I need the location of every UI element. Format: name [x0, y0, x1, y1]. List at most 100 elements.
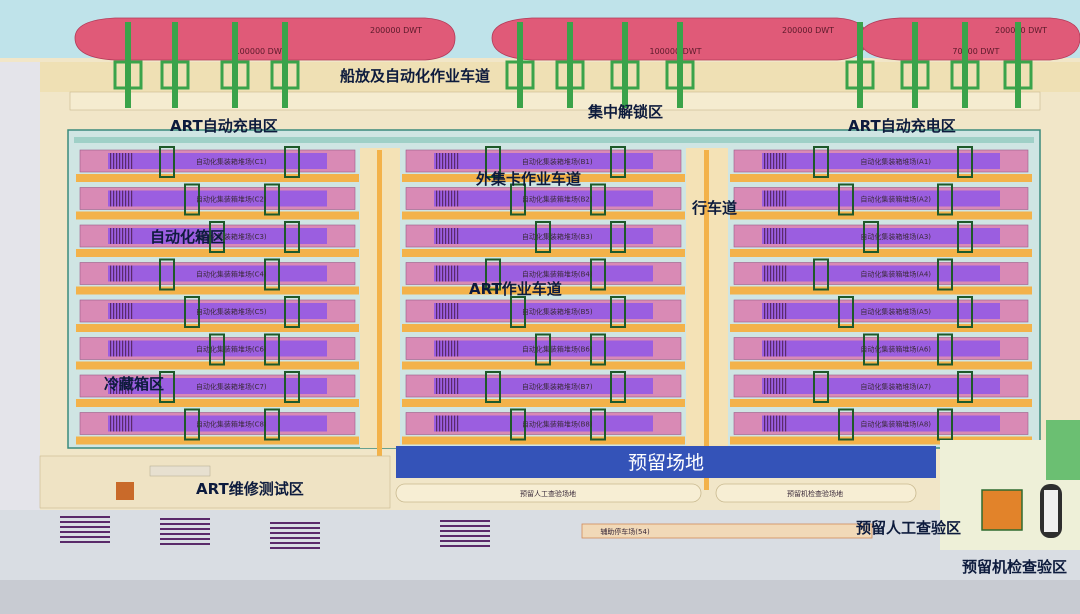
yard-block-label: 自动化集装箱堆场(B3) — [522, 232, 593, 241]
small-label-manual-site: 预留人工查验场地 — [520, 489, 576, 498]
stack-stripe — [773, 190, 775, 207]
yard-block-stack — [108, 303, 327, 319]
stack-stripe — [776, 265, 778, 282]
yard-block-stack — [434, 265, 653, 282]
stack-stripe — [128, 190, 130, 207]
stack-stripe — [785, 340, 787, 357]
yard-block-stack — [108, 228, 327, 244]
stack-stripe — [448, 228, 450, 244]
stack-stripe — [767, 190, 769, 207]
yard-block-label: 自动化集装箱堆场(A8) — [860, 420, 931, 429]
label-art-charge-left: ART自动充电区 — [170, 117, 278, 135]
stack-stripe — [119, 228, 121, 244]
stack-stripe — [125, 228, 127, 244]
small-label-parking: 辅助停车场(54) — [600, 527, 650, 536]
yard-block-stack — [434, 378, 653, 394]
stack-stripe — [785, 190, 787, 207]
yard-block-stack — [762, 153, 1000, 169]
stack-stripe — [457, 153, 459, 169]
stack-stripe — [113, 415, 115, 432]
yard-crane — [159, 146, 175, 178]
stack-stripe — [439, 415, 441, 432]
stack-stripe — [776, 303, 778, 319]
stack-stripe — [448, 190, 450, 207]
yard-crane — [813, 258, 829, 291]
label-manual-inspect: 预留人工查验区 — [856, 519, 961, 537]
art-lane-strip — [402, 436, 685, 445]
yard-crane — [209, 333, 225, 366]
yard-crane — [284, 146, 300, 178]
yard-crane — [510, 183, 526, 216]
label-unlock-zone: 集中解锁区 — [587, 103, 663, 121]
stack-stripe — [116, 153, 118, 169]
yard-crane — [264, 333, 280, 366]
stack-stripe — [436, 378, 438, 394]
stack-stripe — [125, 265, 127, 282]
stack-stripe — [113, 378, 115, 394]
gate-lane — [60, 536, 110, 538]
stack-stripe — [113, 190, 115, 207]
yard-crane — [957, 146, 973, 178]
yard-crane — [813, 371, 829, 403]
yard-block-label: 自动化集装箱堆场(A5) — [860, 307, 931, 316]
stack-stripe — [454, 340, 456, 357]
stack-stripe — [457, 190, 459, 207]
yard-crane — [535, 221, 551, 253]
stack-stripe — [119, 153, 121, 169]
quay-crane-9 — [857, 22, 863, 108]
stack-stripe — [448, 153, 450, 169]
yard-block-label: 自动化集装箱堆场(B7) — [522, 382, 593, 391]
gate-lane — [160, 533, 210, 535]
art-lane-strip — [402, 324, 685, 332]
gate-lane — [160, 538, 210, 540]
stack-stripe — [116, 190, 118, 207]
stack-stripe — [764, 190, 766, 207]
stack-stripe — [770, 340, 772, 357]
stack-stripe — [776, 340, 778, 357]
quay-crane-frame — [845, 60, 875, 90]
yard-crane — [485, 371, 501, 403]
stack-stripe — [457, 228, 459, 244]
yard-crane — [159, 371, 175, 403]
ship-1 — [74, 17, 456, 61]
ship-dwt-label: 70000 DWT — [952, 47, 999, 56]
stack-stripe — [770, 303, 772, 319]
yard-block-label: 自动化集装箱堆场(B1) — [522, 157, 593, 166]
stack-stripe — [125, 340, 127, 357]
stack-stripe — [442, 265, 444, 282]
stack-stripe — [776, 153, 778, 169]
stack-stripe — [454, 228, 456, 244]
stack-stripe — [767, 228, 769, 244]
yard-block-label: 自动化集装箱堆场(C2) — [196, 195, 267, 204]
stack-stripe — [445, 153, 447, 169]
art-lane-strip — [730, 324, 1032, 332]
test-building — [149, 465, 211, 477]
stack-stripe — [451, 153, 453, 169]
stack-stripe — [770, 265, 772, 282]
ship-dwt-upper-label: 200000 DWT — [782, 26, 834, 35]
yard-crane — [590, 408, 606, 441]
yard-block-label: 自动化集装箱堆场(C5) — [196, 307, 267, 316]
ship-dwt-label: 100000 DWT — [650, 47, 702, 56]
stack-stripe — [122, 190, 124, 207]
yard-crane — [863, 333, 879, 366]
stack-stripe — [773, 265, 775, 282]
stack-stripe — [445, 265, 447, 282]
yard-block-label: 自动化集装箱堆场(C8) — [196, 420, 267, 429]
yard-crane — [957, 371, 973, 403]
stack-stripe — [445, 378, 447, 394]
stack-stripe — [782, 303, 784, 319]
stack-stripe — [113, 153, 115, 169]
stack-stripe — [119, 340, 121, 357]
stack-stripe — [767, 378, 769, 394]
quay-crane-frame — [950, 60, 980, 90]
quay-crane-3 — [232, 22, 238, 108]
quay-crane-frame — [1003, 60, 1033, 90]
stack-stripe — [116, 228, 118, 244]
yard-crane — [937, 183, 953, 216]
stack-stripe — [110, 303, 112, 319]
yard-crane — [838, 296, 854, 328]
stack-stripe — [436, 265, 438, 282]
label-art-charge-right: ART自动充电区 — [848, 117, 956, 135]
